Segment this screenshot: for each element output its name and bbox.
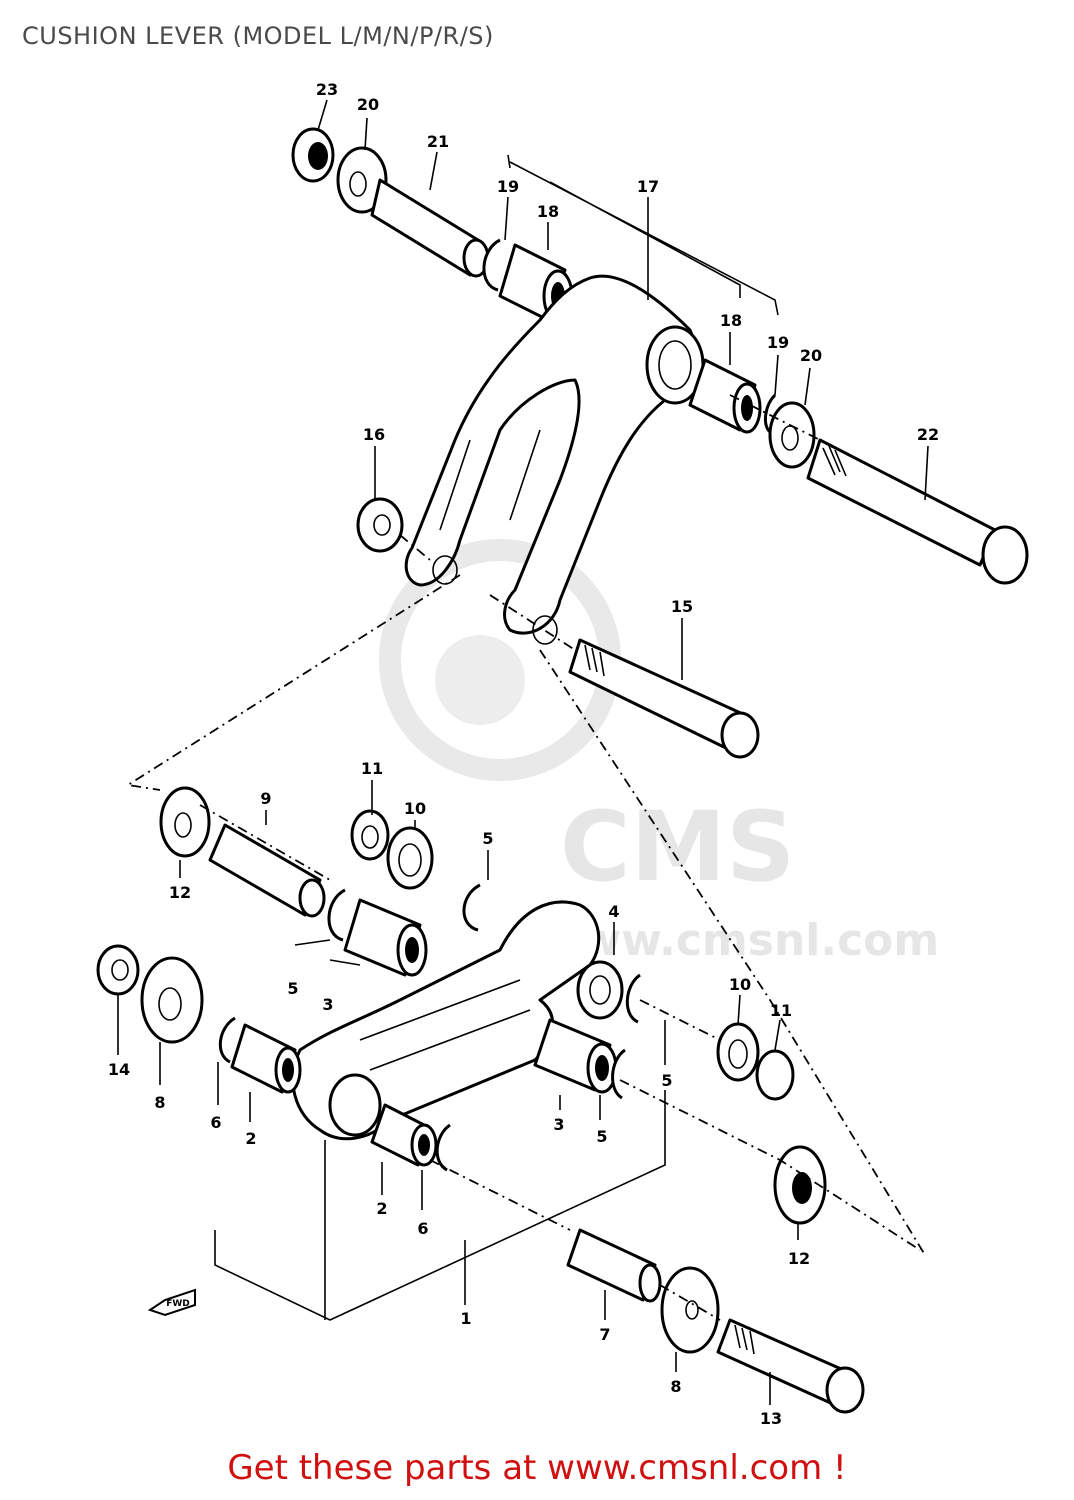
callout-1: 1 [460,1309,471,1328]
callout-labels: 23 20 21 19 18 17 18 19 20 22 16 15 9 11… [108,80,939,1428]
callout-8: 8 [670,1377,681,1396]
callout-10: 10 [729,975,751,994]
callout-2: 2 [245,1129,256,1148]
sleeve-21 [370,178,490,278]
callout-5: 5 [661,1071,672,1090]
callout-20: 20 [357,95,379,114]
callout-2: 2 [376,1199,387,1218]
washer-12-right [773,1145,827,1225]
axis-10 [639,999,721,1041]
callout-5: 5 [287,979,298,998]
circlip-5-top [462,883,481,932]
axis-12 [619,1079,921,1251]
callout-16: 16 [363,425,385,444]
callout-6: 6 [417,1219,428,1238]
callout-18: 18 [720,311,742,330]
washer-8-lower [660,1266,720,1354]
callout-15: 15 [671,597,693,616]
nut-16 [356,497,404,553]
bearing-18-right [688,358,762,434]
bracket-17 [507,154,779,316]
cms-watermark: CMS www.cmsnl.com [379,539,939,966]
callout-10: 10 [404,799,426,818]
callout-3: 3 [553,1115,564,1134]
washer-20-top [336,146,388,214]
cushion-lever-17 [404,274,705,645]
sleeve-7 [566,1228,662,1303]
washer-8-left [140,956,204,1044]
callout-12: 12 [169,883,191,902]
axis-16 [399,534,431,561]
callout-22: 22 [917,425,939,444]
axis-15 [489,594,576,651]
bracket-1 [214,1090,666,1321]
callout-11: 11 [770,1001,792,1020]
axis-9 [199,804,331,881]
callout-23: 23 [316,80,338,99]
nut-23 [291,127,335,183]
callout-17: 17 [637,177,659,196]
nut-14 [96,944,140,996]
circlip-5-lower [611,1048,626,1100]
forward-arrow-icon: FWD [147,1288,196,1317]
sleeve-9 [208,823,326,918]
cushion-rod-1 [291,900,624,1141]
oil-seal-11-left [350,809,390,861]
bolt-22 [806,438,1029,585]
callout-13: 13 [760,1409,782,1428]
callout-5: 5 [596,1127,607,1146]
callout-18: 18 [537,202,559,221]
callout-9: 9 [260,789,271,808]
callout-3: 3 [322,995,333,1014]
callout-12: 12 [788,1249,810,1268]
bolt-13 [716,1318,865,1414]
callout-20: 20 [800,346,822,365]
callout-8: 8 [154,1093,165,1112]
diagram-title: CUSHION LEVER (MODEL L/M/N/P/R/S) [22,22,494,50]
circlip-6-left [219,1016,236,1064]
link-upper-lower-right [539,649,926,1256]
axis-22 [729,394,821,441]
circlip-19-top [482,238,501,292]
callout-4: 4 [608,902,619,921]
washer-12-left [159,786,211,858]
oil-seal-10-left [386,826,434,890]
bearing-3-right [533,1018,618,1094]
callout-19: 19 [767,333,789,352]
watermark-url: www.cmsnl.com [540,915,939,966]
link-upper-lower-left [125,574,461,791]
callout-7: 7 [599,1325,610,1344]
bearing-2-left [230,1023,302,1094]
oil-seal-11-right [755,1049,795,1101]
circlip-19-right [763,393,777,434]
watermark-cms: CMS [560,791,795,903]
circlip-6-lower [435,1123,451,1172]
callout-6: 6 [210,1113,221,1132]
circlip-5-right [625,973,641,1024]
circlip-5-left [327,888,346,942]
axis-13 [429,1159,721,1321]
callout-21: 21 [427,132,449,151]
bearing-2-lower [370,1103,438,1167]
bearing-3-left [343,898,428,977]
callout-11: 11 [361,759,383,778]
leader-lines [117,99,929,1405]
bolt-15 [568,638,760,759]
washer-20-right [768,401,816,469]
forward-arrow-label: FWD [166,1299,190,1309]
footer-link-text[interactable]: Get these parts at www.cmsnl.com ! [227,1448,847,1488]
callout-19: 19 [497,177,519,196]
oil-seal-10-right [716,1022,760,1082]
callout-14: 14 [108,1060,130,1079]
callout-5: 5 [482,829,493,848]
